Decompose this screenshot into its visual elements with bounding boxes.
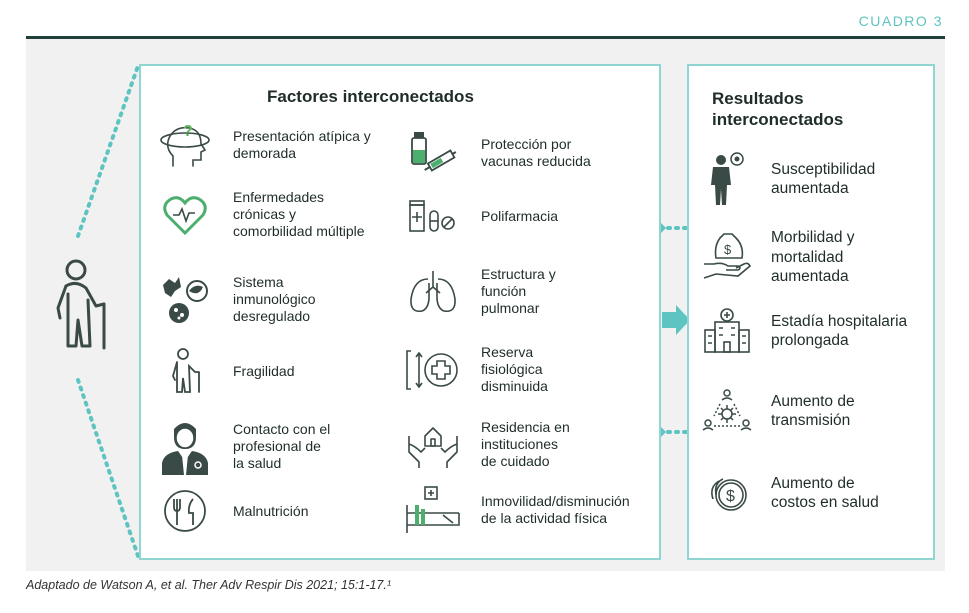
outcome-item: $ Aumento de costos en salud: [699, 470, 879, 516]
lungs-icon: [405, 269, 461, 315]
factor-item: Protección por vacunas reducida: [405, 130, 591, 176]
outcome-label: Aumento de costos en salud: [771, 474, 879, 512]
factor-label: Polifarmacia: [481, 207, 559, 224]
factor-label: Sistema inmunológico desregulado: [233, 274, 316, 324]
factor-label: Reserva fisiológica disminuida: [481, 344, 548, 394]
outcome-item: $ Morbilidad y mortalidad aumentada: [699, 228, 855, 287]
outcome-label: Estadía hospitalaria prolongada: [771, 312, 908, 350]
outcome-label: Susceptibilidad aumentada: [771, 160, 876, 198]
coins-icon: $: [699, 470, 755, 516]
factor-item: Sistema inmunológico desregulado: [157, 274, 316, 325]
care-home-icon: [405, 422, 461, 468]
factor-label: Residencia en instituciones de cuidado: [481, 419, 570, 469]
outcomes-title: Resultados interconectados: [712, 89, 844, 129]
factor-item: Enfermedades crónicas y comorbilidad múl…: [157, 189, 365, 240]
outcome-item: Aumento de transmisión: [699, 388, 855, 434]
svg-text:$: $: [726, 488, 735, 505]
transmission-network-icon: [699, 388, 755, 434]
factor-item: Polifarmacia: [405, 193, 558, 239]
outcomes-panel: Resultados interconectados Susceptibilid…: [687, 64, 935, 560]
factor-item: Residencia en instituciones de cuidado: [405, 419, 570, 470]
figure-label: CUADRO 3: [858, 13, 943, 29]
hospital-bed-icon: [405, 486, 461, 533]
source-caption: Adaptado de Watson A, et al. Ther Adv Re…: [26, 578, 392, 592]
flow-arrow: [662, 305, 690, 335]
heart-pulse-icon: [157, 192, 213, 238]
factor-label: Protección por vacunas reducida: [481, 136, 591, 169]
factors-panel: Factores interconectados ? Presentación …: [139, 64, 661, 560]
factor-item: Contacto con el profesional de la salud: [157, 421, 331, 475]
doctor-icon: [157, 422, 213, 475]
factors-title: Factores interconectados: [267, 87, 474, 106]
elderly-person-icon: [56, 259, 106, 350]
factor-label: Presentación atípica y demorada: [233, 128, 371, 161]
immune-cells-icon: [157, 276, 213, 323]
factor-item: Malnutrición: [157, 488, 308, 534]
money-hand-icon: $: [699, 233, 755, 280]
header-rule: [26, 36, 945, 39]
factor-item: ? Presentación atípica y demorada: [157, 122, 371, 168]
hospital-building-icon: [699, 308, 755, 354]
svg-text:$: $: [724, 242, 732, 257]
plate-utensils-icon: [157, 488, 213, 534]
outcome-label: Morbilidad y mortalidad aumentada: [771, 229, 855, 285]
pills-icon: [405, 193, 461, 239]
factor-label: Inmovilidad/disminución de la actividad …: [481, 493, 630, 526]
svg-text:?: ?: [183, 123, 193, 140]
factor-label: Fragilidad: [233, 362, 295, 379]
person-virus-icon: [699, 152, 755, 205]
frail-elder-icon: [157, 348, 213, 394]
factor-label: Contacto con el profesional de la salud: [233, 421, 331, 471]
factor-label: Estructura y función pulmonar: [481, 266, 556, 316]
factor-item: Estructura y función pulmonar: [405, 266, 556, 317]
reserve-cross-icon: [405, 347, 461, 393]
outcome-item: Estadía hospitalaria prolongada: [699, 308, 907, 354]
head-question-icon: ?: [157, 122, 213, 168]
factor-item: Inmovilidad/disminución de la actividad …: [405, 486, 630, 533]
outcome-label: Aumento de transmisión: [771, 392, 855, 430]
vaccine-icon: [405, 130, 461, 176]
factor-item: Fragilidad: [157, 348, 294, 394]
factor-label: Enfermedades crónicas y comorbilidad múl…: [233, 189, 365, 239]
factor-item: Reserva fisiológica disminuida: [405, 344, 548, 395]
factor-label: Malnutrición: [233, 502, 309, 519]
outcome-item: Susceptibilidad aumentada: [699, 152, 876, 205]
